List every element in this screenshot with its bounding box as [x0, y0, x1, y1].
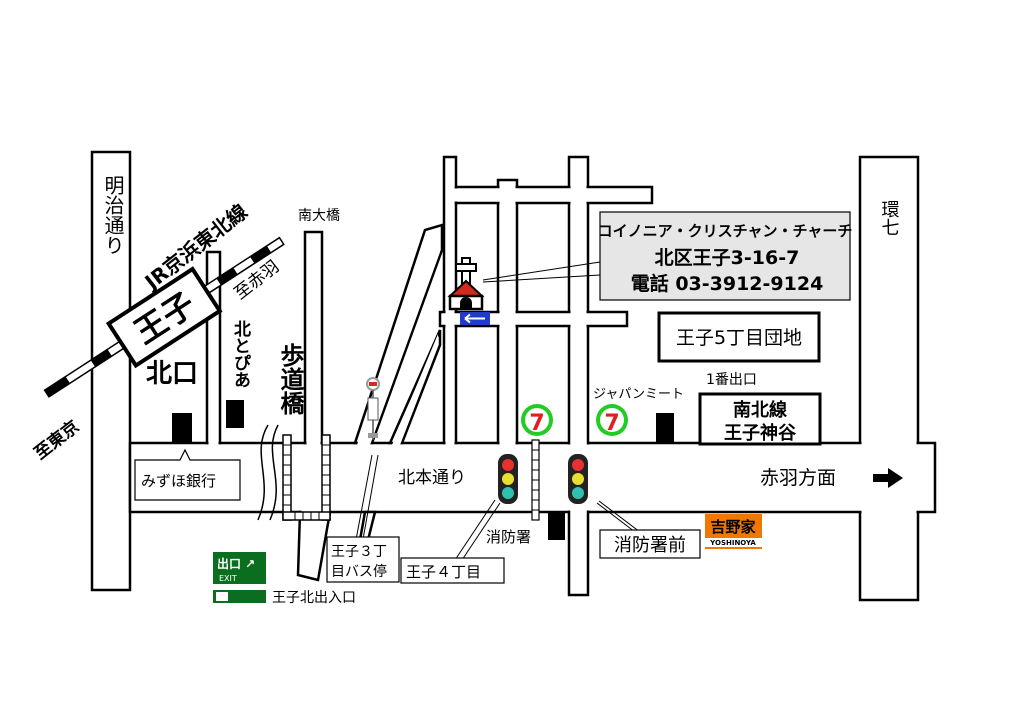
svg-text:7: 7 — [529, 411, 544, 436]
footbridge-label: 歩道橋 — [276, 343, 304, 415]
svg-text:吉野家: 吉野家 — [710, 518, 755, 536]
namboku-station[interactable]: 南北線 王子神谷 — [698, 392, 822, 446]
svg-text:出口 ↗: 出口 ↗ — [217, 556, 255, 571]
svg-text:EXIT: EXIT — [219, 574, 237, 583]
one-way-sign — [460, 312, 490, 325]
svg-text:電話 03-3912-9124: 電話 03-3912-9124 — [631, 272, 824, 295]
bus-stop-label: 王子３丁 目バス停 — [326, 536, 400, 583]
svg-text:王子神谷: 王子神谷 — [724, 422, 797, 444]
fire-station-mae-label: 消防署前 — [599, 529, 701, 559]
danchi-label: 王子5丁目団地 — [657, 311, 821, 363]
traffic-light-icon — [498, 454, 518, 504]
church-info-box: コイノニア・クリスチャン・チャーチ 北区王子3-16-7 電話 03-3912-… — [598, 211, 853, 301]
arrow-right-icon — [873, 468, 903, 488]
exit1-label: 1番出口 — [706, 372, 757, 388]
svg-text:王子３丁: 王子３丁 — [331, 544, 387, 560]
svg-text:YOSHINOYA: YOSHINOYA — [709, 539, 756, 547]
svg-text:王子5丁目団地: 王子5丁目団地 — [676, 327, 802, 349]
svg-text:コイノニア・クリスチャン・チャーチ: コイノニア・クリスチャン・チャーチ — [598, 222, 853, 240]
kannana-label: 環七 — [879, 200, 900, 236]
oji-4chome-label: 王子４丁目 — [400, 557, 505, 584]
meiji-dori-label: 明治通り — [101, 175, 125, 255]
svg-text:目バス停: 目バス停 — [331, 563, 387, 580]
svg-text:みずほ銀行: みずほ銀行 — [141, 472, 216, 490]
mizuho-bank[interactable]: みずほ銀行 — [134, 448, 241, 501]
svg-text:北区王子3-16-7: 北区王子3-16-7 — [655, 247, 800, 269]
north-exit-building — [172, 413, 192, 443]
river-line — [269, 424, 279, 521]
north-exit-label: 北口 — [146, 359, 198, 389]
footbridge — [282, 434, 331, 521]
crosswalk — [531, 439, 540, 521]
fire-station-label: 消防署 — [486, 528, 531, 546]
svg-text:7: 7 — [604, 411, 619, 436]
japan-meat-label: ジャパンミート — [593, 387, 684, 402]
minamiohashi-label: 南大橋 — [298, 208, 340, 224]
bus-stop-icon — [366, 377, 380, 440]
exit1-building — [656, 413, 674, 443]
akabane-direction-label: 赤羽方面 — [760, 467, 836, 489]
to-tokyo-label: 至東京 — [30, 416, 83, 464]
hokutopia-building — [226, 400, 244, 428]
seven-eleven-icon: 7 — [521, 404, 553, 436]
hokutopia-label: 北とぴあ — [230, 320, 251, 388]
exit-sign: 出口 ↗ EXIT — [213, 552, 266, 603]
svg-text:南北線: 南北線 — [733, 399, 787, 421]
seven-eleven-icon: 7 — [596, 404, 628, 436]
river-line — [257, 424, 269, 521]
oji-kita-ramp-label: 王子北出入口 — [272, 590, 356, 606]
church-icon[interactable] — [447, 257, 485, 311]
fire-station-building — [548, 512, 565, 540]
svg-text:消防署前: 消防署前 — [614, 535, 686, 556]
yoshinoya-logo: 吉野家 YOSHINOYA — [705, 514, 762, 549]
svg-text:王子４丁目: 王子４丁目 — [406, 563, 481, 581]
kitamoto-dori-label: 北本通り — [398, 468, 466, 488]
traffic-light-icon — [568, 454, 588, 504]
